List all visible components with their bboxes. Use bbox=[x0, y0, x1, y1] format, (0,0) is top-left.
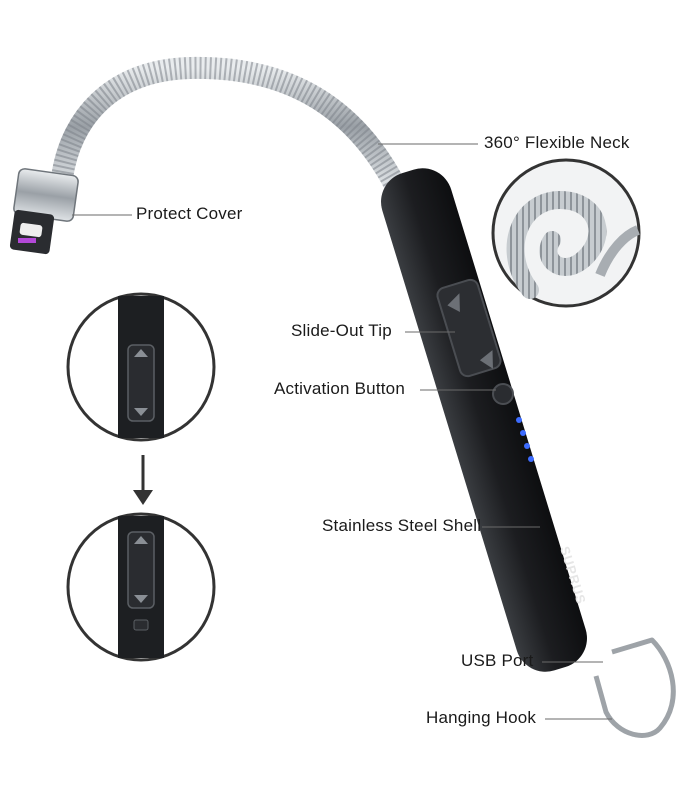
battery-led bbox=[524, 443, 530, 449]
label-hanging-hook: Hanging Hook bbox=[426, 708, 537, 727]
slide-out-tip-switch bbox=[436, 278, 502, 378]
leader-lines bbox=[72, 143, 612, 720]
activation-button bbox=[492, 383, 514, 405]
switch-detail-inset-after bbox=[66, 512, 216, 662]
battery-led bbox=[520, 430, 526, 436]
label-shell: Stainless Steel Shell bbox=[322, 516, 482, 535]
label-slide-out-tip: Slide-Out Tip bbox=[291, 321, 392, 340]
label-protect-cover: Protect Cover bbox=[136, 204, 243, 223]
neck-detail-inset bbox=[491, 158, 641, 308]
battery-led bbox=[516, 417, 522, 423]
label-flexible-neck: 360° Flexible Neck bbox=[484, 133, 630, 152]
label-activation-button: Activation Button bbox=[274, 379, 405, 398]
battery-led bbox=[528, 456, 534, 462]
switch-detail-inset-before bbox=[66, 292, 216, 442]
battery-indicator bbox=[516, 417, 534, 462]
hanging-hook bbox=[593, 637, 676, 738]
lighter-body bbox=[381, 168, 587, 672]
protect-cover bbox=[9, 168, 79, 255]
label-usb-port: USB Port bbox=[461, 651, 534, 670]
down-arrow-icon bbox=[133, 455, 153, 505]
